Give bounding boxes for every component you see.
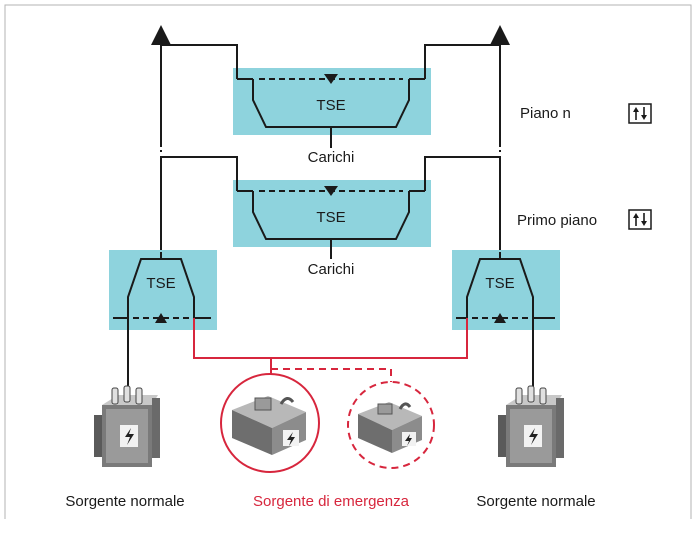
right-riser bbox=[424, 25, 510, 254]
tse-label: TSE bbox=[485, 275, 514, 292]
tse-panel-left: TSE bbox=[109, 250, 217, 330]
transformer-icon bbox=[94, 385, 160, 467]
loads-label-piano-n: Carichi bbox=[308, 149, 355, 166]
tse-panel-piano-n: TSE bbox=[233, 68, 431, 148]
generator-icon bbox=[358, 402, 422, 453]
floor-label-piano-n: Piano n bbox=[520, 105, 571, 122]
loads-label-primo-piano: Carichi bbox=[308, 261, 355, 278]
interlock-triangle-icon bbox=[494, 313, 506, 323]
generator-icon bbox=[232, 396, 306, 455]
up-down-arrows-icon bbox=[628, 209, 652, 230]
interlock-triangle-icon bbox=[324, 74, 338, 84]
up-down-arrows-icon bbox=[628, 103, 652, 124]
interlock-triangle-icon bbox=[324, 186, 338, 196]
transformer-icon bbox=[498, 385, 564, 467]
normal-source-label-right: Sorgente normale bbox=[476, 493, 595, 510]
interlock-triangle-icon bbox=[155, 313, 167, 323]
emergency-source-label: Sorgente di emergenza bbox=[253, 493, 410, 510]
tse-label: TSE bbox=[146, 275, 175, 292]
tse-panel-primo-piano: TSE bbox=[233, 180, 431, 259]
emergency-bus bbox=[193, 318, 468, 388]
tse-panel-right: TSE bbox=[452, 250, 560, 330]
tse-label: TSE bbox=[316, 209, 345, 226]
floor-label-primo-piano: Primo piano bbox=[517, 212, 597, 229]
left-riser bbox=[151, 25, 238, 254]
figure-frame bbox=[4, 4, 692, 519]
normal-source-label-left: Sorgente normale bbox=[65, 493, 184, 510]
tse-label: TSE bbox=[316, 97, 345, 114]
